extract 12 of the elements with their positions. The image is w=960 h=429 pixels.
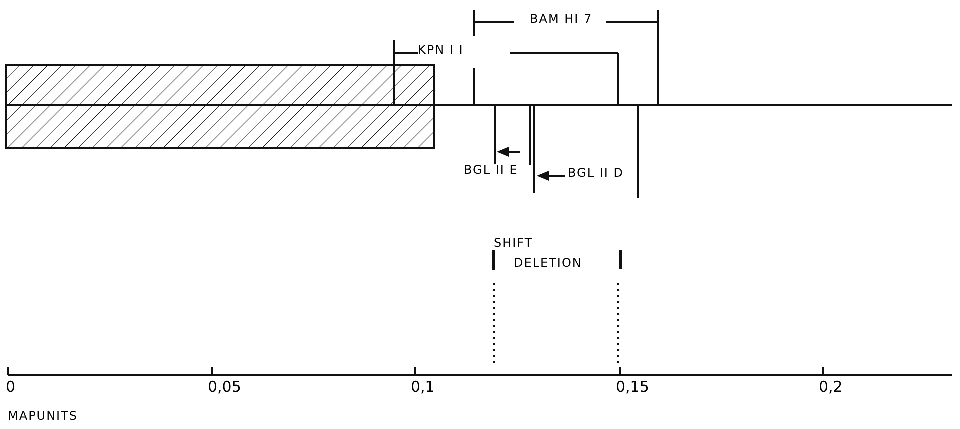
tick-label: 0,1 bbox=[411, 380, 435, 395]
tick-label: 0,05 bbox=[208, 380, 242, 395]
axis-title: MAPUNITS bbox=[8, 410, 78, 422]
tick-label: 0,2 bbox=[819, 380, 843, 395]
restriction-site-label: KPN I I bbox=[418, 44, 464, 56]
deletion-label: DELETION bbox=[514, 257, 582, 269]
shift-label: SHIFT bbox=[494, 237, 534, 249]
tick-label: 0 bbox=[6, 380, 16, 395]
tick-label: 0,15 bbox=[616, 380, 650, 395]
restriction-site-label: BAM HI 7 bbox=[530, 13, 593, 25]
restriction-site-label: BGL II D bbox=[568, 167, 624, 179]
restriction-site-label: BGL II E bbox=[464, 164, 518, 176]
